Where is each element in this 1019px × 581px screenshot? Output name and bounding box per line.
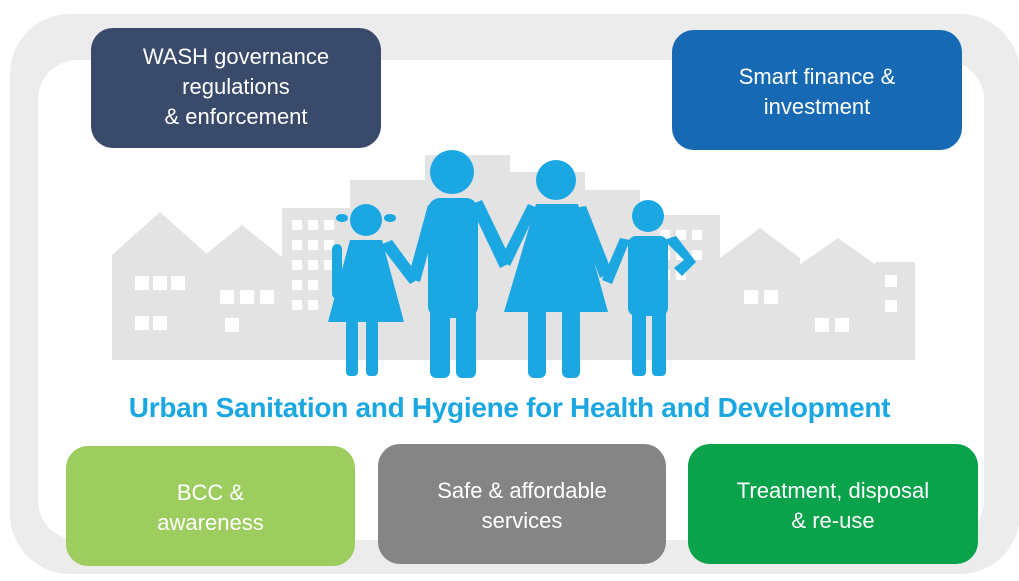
safe-services-box: Safe & affordable services xyxy=(378,444,666,564)
treatment-disposal-box: Treatment, disposal & re-use xyxy=(688,444,978,564)
headline: Urban Sanitation and Hygiene for Health … xyxy=(128,392,891,423)
building-windows xyxy=(135,220,897,332)
smart-finance-box: Smart finance & investment xyxy=(672,30,962,150)
family-icon xyxy=(328,150,696,378)
wash-governance-box: WASH governance regulations & enforcemen… xyxy=(91,28,381,148)
bcc-awareness-box: BCC & awareness xyxy=(66,446,355,566)
